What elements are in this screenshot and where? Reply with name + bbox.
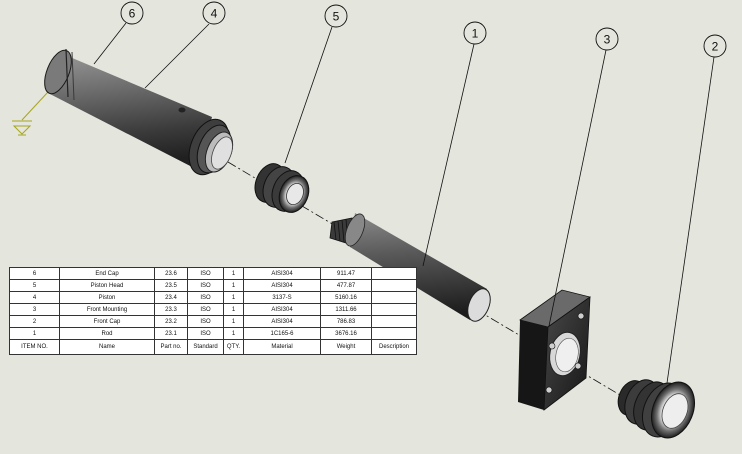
bom-header-item-no: ITEM NO. (9, 339, 60, 355)
svg-text:5: 5 (333, 10, 340, 24)
bom-cell-part-no: 23.2 (154, 315, 188, 328)
bom-cell-item-no: 3 (9, 303, 60, 316)
bom-cell-standard: ISO (187, 291, 224, 304)
leader-line-4 (144, 23, 210, 89)
bom-cell-part-no: 23.4 (154, 291, 188, 304)
balloon-2[interactable]: 2 (703, 34, 727, 58)
balloon-6[interactable]: 6 (120, 1, 144, 25)
bom-cell-description (371, 291, 417, 304)
bom-cell-material: 1C165-6 (243, 327, 321, 340)
bom-cell-description (371, 279, 417, 292)
bom-cell-standard: ISO (187, 267, 224, 280)
barrel-part (44, 48, 234, 176)
bom-cell-qty: 1 (223, 315, 244, 328)
bom-cell-description (371, 267, 417, 280)
leader-line-2 (666, 56, 715, 384)
bom-cell-name: Piston (59, 291, 155, 304)
rod-part (329, 213, 491, 322)
leader-line-5 (284, 26, 333, 164)
bom-cell-part-no: 23.3 (154, 303, 188, 316)
bom-cell-material: AISI304 (243, 279, 321, 292)
bom-cell-name: Front Cap (59, 315, 155, 328)
balloon-1[interactable]: 1 (463, 21, 487, 45)
bom-cell-description (371, 315, 417, 328)
bom-cell-standard: ISO (187, 327, 224, 340)
bom-cell-standard: ISO (187, 279, 224, 292)
balloon-5[interactable]: 5 (324, 4, 348, 28)
bom-cell-weight: 911.47 (320, 267, 372, 280)
balloon-3[interactable]: 3 (595, 27, 619, 51)
bom-cell-part-no: 23.5 (154, 279, 188, 292)
svg-text:6: 6 (129, 7, 136, 21)
bom-header-weight: Weight (320, 339, 372, 355)
bom-cell-material: AISI304 (243, 315, 321, 328)
bom-cell-item-no: 1 (9, 327, 60, 340)
bom-cell-qty: 1 (223, 279, 244, 292)
bom-cell-item-no: 4 (9, 291, 60, 304)
bom-header-standard: Standard (187, 339, 224, 355)
piston-head-part (254, 163, 310, 213)
bom-cell-name: End Cap (59, 267, 155, 280)
bom-cell-qty: 1 (223, 303, 244, 316)
leader-line-3 (548, 49, 607, 327)
bom-cell-weight: 5160.16 (320, 291, 372, 304)
bom-header-material: Material (243, 339, 321, 355)
bom-cell-qty: 1 (223, 267, 244, 280)
bom-cell-qty: 1 (223, 291, 244, 304)
bom-cell-material: AISI304 (243, 303, 321, 316)
front-cap-part (617, 379, 695, 439)
bom-cell-description (371, 303, 417, 316)
bom-cell-weight: 3676.16 (320, 327, 372, 340)
bom-cell-standard: ISO (187, 303, 224, 316)
bom-cell-material: AISI304 (243, 267, 321, 280)
bom-header-qty: QTY. (223, 339, 244, 355)
triad-icon (12, 91, 49, 136)
bom-cell-material: 3137-S (243, 291, 321, 304)
svg-text:3: 3 (604, 33, 611, 47)
bom-cell-part-no: 23.6 (154, 267, 188, 280)
bom-cell-part-no: 23.1 (154, 327, 188, 340)
bom-cell-item-no: 5 (9, 279, 60, 292)
bom-cell-qty: 1 (223, 327, 244, 340)
bom-cell-item-no: 2 (9, 315, 60, 328)
bom-cell-weight: 786.83 (320, 315, 372, 328)
bom-cell-item-no: 6 (9, 267, 60, 280)
bom-cell-standard: ISO (187, 315, 224, 328)
bom-header-part-no: Part no. (154, 339, 188, 355)
front-mounting-part (518, 289, 591, 411)
bom-cell-description (371, 327, 417, 340)
svg-text:2: 2 (712, 40, 719, 54)
svg-text:4: 4 (211, 7, 218, 21)
bom-cell-weight: 1311.66 (320, 303, 372, 316)
bom-cell-name: Rod (59, 327, 155, 340)
leader-line-6 (93, 22, 127, 65)
bom-cell-name: Front Mounting (59, 303, 155, 316)
bom-cell-weight: 477.87 (320, 279, 372, 292)
bom-header-name: Name (59, 339, 155, 355)
balloon-4[interactable]: 4 (202, 1, 226, 25)
leader-line-1 (422, 43, 475, 267)
bom-cell-name: Piston Head (59, 279, 155, 292)
svg-text:1: 1 (472, 27, 479, 41)
bom-header-description: Description (371, 339, 417, 355)
